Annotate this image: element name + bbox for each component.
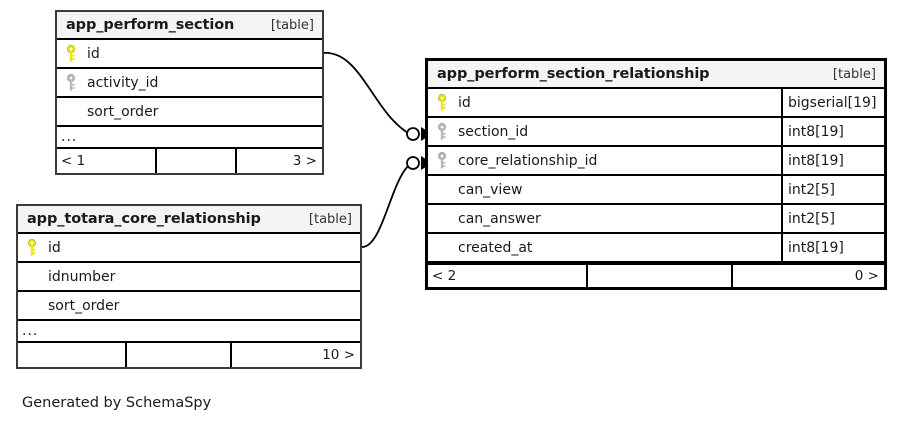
table-row[interactable]: idnumber	[18, 263, 360, 292]
column-type: int8[19]	[781, 118, 884, 145]
relationship-edge-section-id	[322, 52, 409, 134]
key-icon-foreign	[428, 151, 456, 170]
table-footer: < 1 3 >	[57, 149, 322, 173]
column-type: int8[19]	[781, 147, 884, 174]
table-row[interactable]: created_at int8[19]	[428, 234, 884, 263]
footer-parent-count[interactable]	[18, 343, 125, 367]
column-type: bigserial[19]	[781, 89, 884, 116]
column-name: sort_order	[87, 103, 159, 120]
table-row[interactable]: section_id int8[19]	[428, 118, 884, 147]
column-name: created_at	[458, 239, 533, 256]
table-app-perform-section[interactable]: app_perform_section [table] id	[55, 10, 324, 175]
table-row[interactable]: activity_id	[57, 69, 322, 98]
table-row[interactable]: id	[18, 234, 360, 263]
key-icon-primary	[57, 44, 85, 63]
column-name: idnumber	[48, 268, 116, 285]
column-name: sort_order	[48, 297, 120, 314]
table-row[interactable]: can_answer int2[5]	[428, 205, 884, 234]
column-type: int2[5]	[781, 176, 884, 203]
table-kind-label: [table]	[308, 211, 352, 227]
footer-child-count[interactable]: 10 >	[230, 343, 360, 367]
footer-parent-count[interactable]: < 2	[432, 268, 457, 284]
column-name: core_relationship_id	[458, 152, 598, 169]
column-name: section_id	[458, 123, 529, 140]
table-header: app_perform_section [table]	[57, 12, 322, 40]
footer-middle-cell	[586, 265, 731, 287]
table-row[interactable]: id bigserial[19]	[428, 89, 884, 118]
more-columns-indicator: ...	[18, 321, 360, 343]
table-kind-label: [table]	[832, 66, 876, 82]
column-name: id	[48, 239, 61, 256]
column-name: id	[458, 94, 471, 111]
table-footer: 10 >	[18, 343, 360, 367]
table-title: app_perform_section	[66, 17, 235, 33]
column-type: int8[19]	[781, 234, 884, 261]
column-name: id	[87, 45, 100, 62]
table-app-perform-section-relationship[interactable]: app_perform_section_relationship [table]…	[425, 58, 887, 290]
key-icon-foreign	[428, 122, 456, 141]
column-name: can_answer	[458, 210, 541, 227]
relationship-optional-marker-2	[406, 156, 420, 170]
relationship-optional-marker-1	[406, 127, 420, 141]
table-title: app_perform_section_relationship	[437, 66, 710, 82]
column-type: int2[5]	[781, 205, 884, 232]
column-name: activity_id	[87, 74, 159, 91]
generated-by-caption: Generated by SchemaSpy	[22, 395, 212, 411]
table-row[interactable]: sort_order	[18, 292, 360, 321]
footer-parent-count[interactable]: < 1	[61, 153, 86, 169]
key-icon-primary	[18, 238, 46, 257]
more-columns-indicator: ...	[57, 127, 322, 149]
footer-middle-cell	[155, 149, 235, 173]
key-icon-primary	[428, 93, 456, 112]
footer-middle-cell	[125, 343, 230, 367]
table-app-totara-core-relationship[interactable]: app_totara_core_relationship [table] id	[16, 204, 362, 369]
table-row[interactable]: sort_order	[57, 98, 322, 127]
table-header: app_totara_core_relationship [table]	[18, 206, 360, 234]
relationship-edge-core-relationship-id	[361, 165, 409, 248]
table-row[interactable]: can_view int2[5]	[428, 176, 884, 205]
footer-child-count[interactable]: 3 >	[235, 149, 322, 173]
column-name: can_view	[458, 181, 523, 198]
table-kind-label: [table]	[270, 17, 314, 33]
footer-child-count[interactable]: 0 >	[731, 265, 884, 287]
key-icon-foreign	[57, 73, 85, 92]
table-title: app_totara_core_relationship	[27, 211, 261, 227]
table-footer: < 2 0 >	[428, 263, 884, 287]
table-header: app_perform_section_relationship [table]	[428, 61, 884, 89]
table-row[interactable]: id	[57, 40, 322, 69]
table-row[interactable]: core_relationship_id int8[19]	[428, 147, 884, 176]
